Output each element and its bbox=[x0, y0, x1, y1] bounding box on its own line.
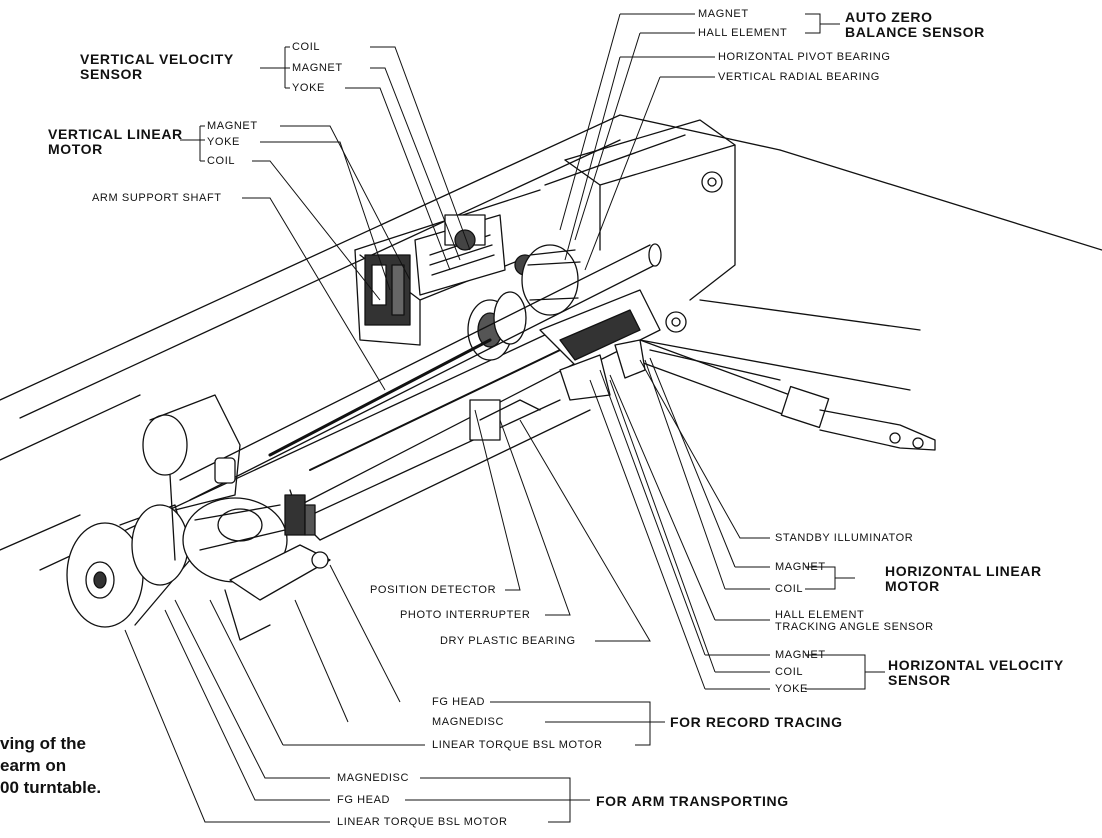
horizontal-linear-motor-title: HORIZONTAL LINEAR MOTOR bbox=[885, 564, 1042, 594]
horizontal-velocity-yoke-label: YOKE bbox=[775, 683, 808, 695]
horizontal-linear-coil-label: COIL bbox=[775, 583, 804, 595]
vertical-velocity-sensor-title: VERTICAL VELOCITY SENSOR bbox=[80, 52, 234, 82]
arm-transport-bsl-motor-label: LINEAR TORQUE BSL MOTOR bbox=[337, 816, 508, 828]
transport-motor-left bbox=[66, 504, 191, 628]
photo-interrupter-label: PHOTO INTERRUPTER bbox=[400, 609, 531, 621]
caption-line1: ving of the bbox=[0, 734, 86, 753]
leader-lines bbox=[124, 13, 885, 823]
auto-zero-magnet-label: MAGNET bbox=[698, 8, 749, 20]
horizontal-velocity-title-line1: HORIZONTAL VELOCITY bbox=[888, 657, 1064, 673]
hall-element-line1: HALL ELEMENT bbox=[775, 609, 865, 621]
vertical-velocity-magnet-label: MAGNET bbox=[292, 62, 343, 74]
horizontal-linear-title-line2: MOTOR bbox=[885, 578, 940, 594]
tonearm-tube bbox=[634, 339, 936, 451]
vertical-linear-title-line2: MOTOR bbox=[48, 141, 103, 157]
auto-zero-balance-sensor-title: AUTO ZERO BALANCE SENSOR bbox=[845, 10, 985, 40]
hall-element-line2: TRACKING ANGLE SENSOR bbox=[775, 621, 934, 633]
lower-coil-block bbox=[284, 494, 316, 536]
vertical-radial-bearing-label: VERTICAL RADIAL BEARING bbox=[718, 71, 880, 83]
vertical-velocity-title-line1: VERTICAL VELOCITY bbox=[80, 51, 234, 67]
dry-plastic-bearing-label: DRY PLASTIC BEARING bbox=[440, 635, 576, 647]
horizontal-motor-block bbox=[539, 289, 661, 401]
for-arm-transporting-title: FOR ARM TRANSPORTING bbox=[596, 793, 789, 809]
record-tracing-fg-head-label: FG HEAD bbox=[432, 696, 486, 708]
gear-assembly bbox=[182, 497, 331, 641]
arm-transport-magnedisc-label: MAGNEDISC bbox=[337, 772, 410, 784]
vertical-linear-title-line1: VERTICAL LINEAR bbox=[48, 126, 183, 142]
vertical-linear-yoke-label: YOKE bbox=[207, 136, 240, 148]
vertical-motor-block bbox=[364, 214, 536, 326]
vertical-linear-coil-label: COIL bbox=[207, 155, 236, 167]
carriage-housing bbox=[354, 119, 736, 346]
arm-transport-fg-head-label: FG HEAD bbox=[337, 794, 391, 806]
transport-motor-upper bbox=[142, 394, 241, 561]
record-tracing-magnedisc-label: MAGNEDISC bbox=[432, 716, 505, 728]
horizontal-velocity-title-line2: SENSOR bbox=[888, 672, 951, 688]
horizontal-pivot-bearing-label: HORIZONTAL PIVOT BEARING bbox=[718, 51, 891, 63]
horizontal-velocity-sensor-title: HORIZONTAL VELOCITY SENSOR bbox=[888, 658, 1064, 688]
arm-channel-body bbox=[289, 349, 591, 541]
standby-illuminator-label: STANDBY ILLUMINATOR bbox=[775, 532, 914, 544]
vertical-linear-motor-title: VERTICAL LINEAR MOTOR bbox=[48, 127, 183, 157]
vertical-velocity-coil-label: COIL bbox=[292, 41, 321, 53]
pivot-bearing-rings bbox=[467, 244, 581, 361]
horizontal-velocity-coil-label: COIL bbox=[775, 666, 804, 678]
caption-line2: earm on bbox=[0, 756, 67, 775]
for-record-tracing-title: FOR RECORD TRACING bbox=[670, 714, 843, 730]
hall-element-tracking-label: HALL ELEMENT TRACKING ANGLE SENSOR bbox=[775, 609, 934, 633]
vertical-velocity-title-line2: SENSOR bbox=[80, 66, 143, 82]
auto-zero-title-line2: BALANCE SENSOR bbox=[845, 24, 985, 40]
vertical-linear-magnet-label: MAGNET bbox=[207, 120, 258, 132]
vertical-velocity-yoke-label: YOKE bbox=[292, 82, 325, 94]
auto-zero-title-line1: AUTO ZERO bbox=[845, 9, 933, 25]
position-detector-label: POSITION DETECTOR bbox=[370, 584, 497, 596]
arm-support-shaft bbox=[179, 243, 662, 501]
figure-caption: ving of the earm on 00 turntable. bbox=[0, 733, 101, 799]
horizontal-velocity-magnet-label: MAGNET bbox=[775, 649, 826, 661]
auto-zero-hall-element-label: HALL ELEMENT bbox=[698, 27, 788, 39]
record-tracing-bsl-motor-label: LINEAR TORQUE BSL MOTOR bbox=[432, 739, 603, 751]
horizontal-linear-title-line1: HORIZONTAL LINEAR bbox=[885, 563, 1042, 579]
horizontal-linear-magnet-label: MAGNET bbox=[775, 561, 826, 573]
arm-support-shaft-label: ARM SUPPORT SHAFT bbox=[92, 192, 222, 204]
caption-line3: 00 turntable. bbox=[0, 778, 102, 797]
